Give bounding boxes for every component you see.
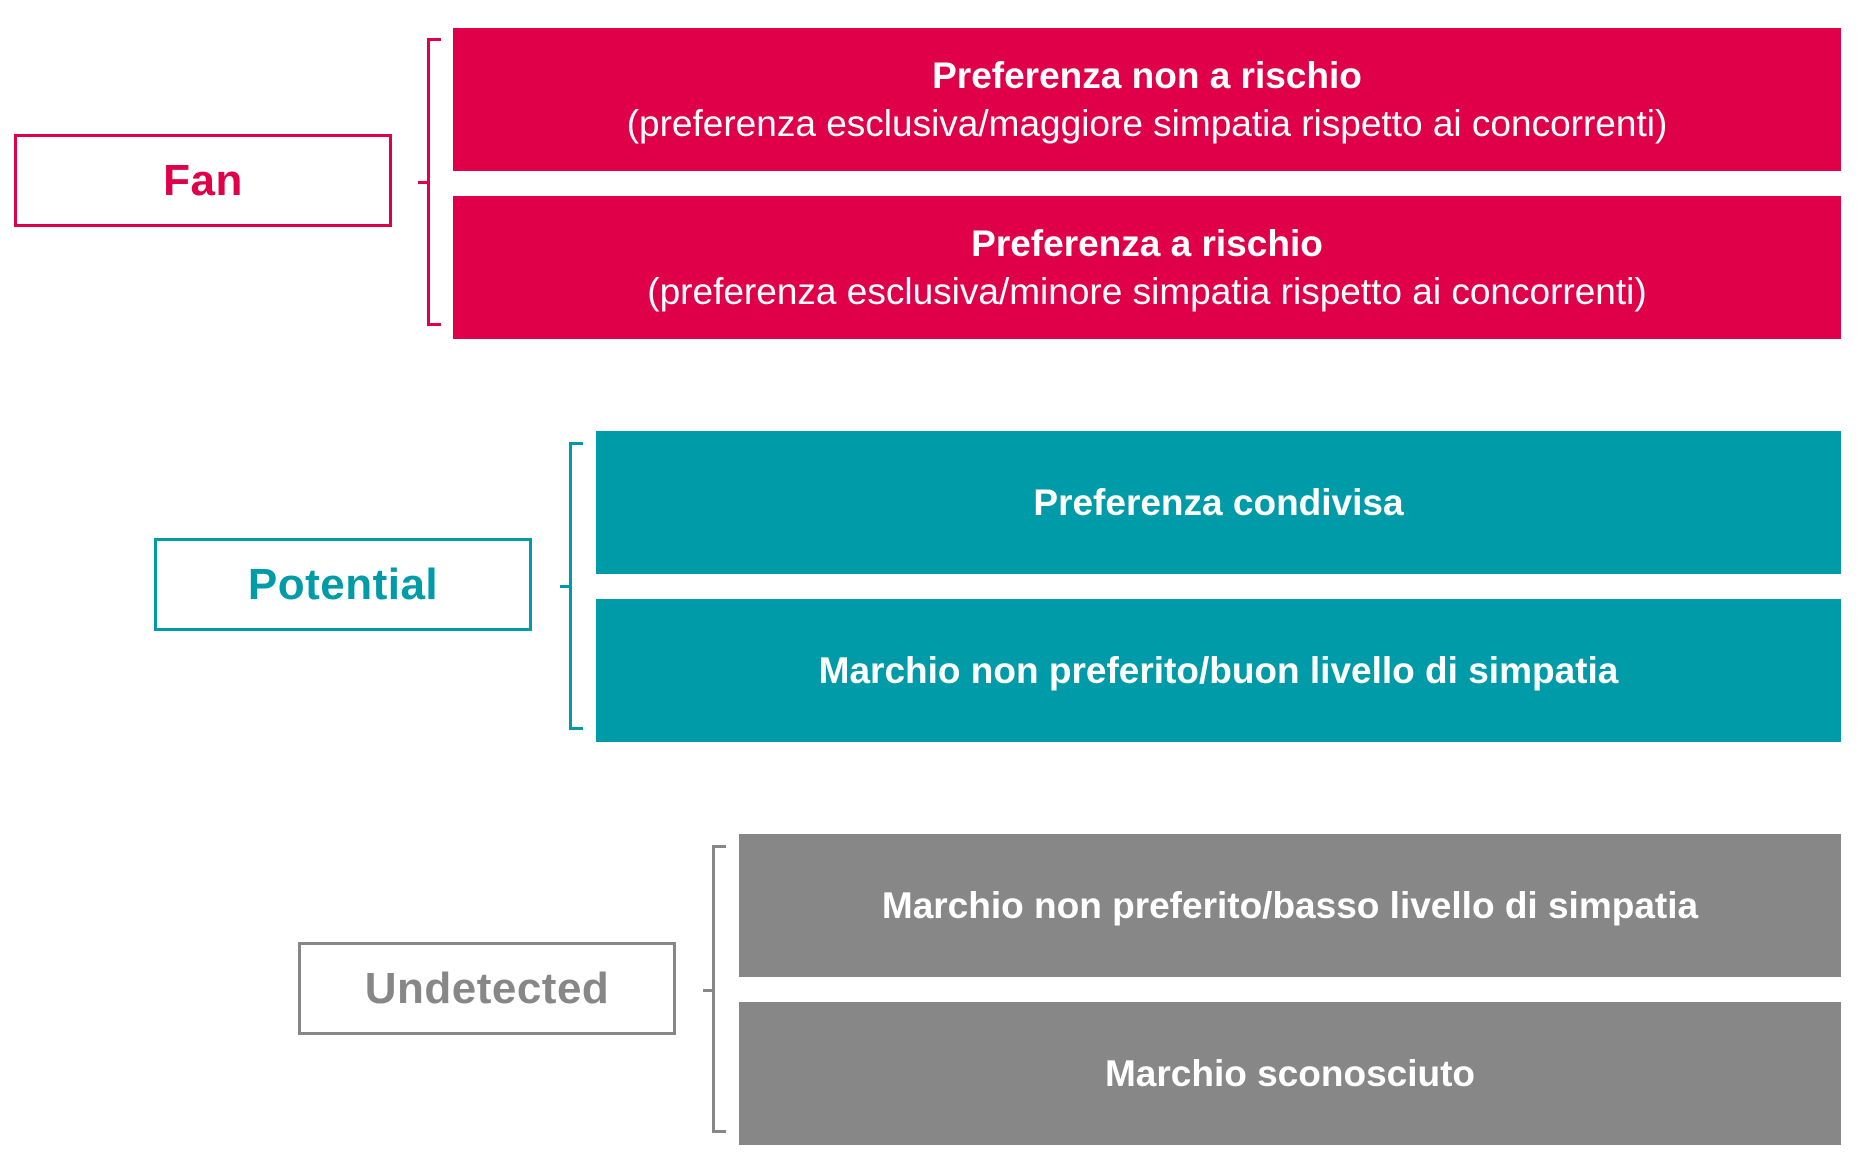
undetected-bar-basso-livello: Marchio non preferito/basso livello di s… — [739, 834, 1841, 977]
potential-bar-buon-livello: Marchio non preferito/buon livello di si… — [596, 599, 1841, 742]
potential-label-box: Potential — [154, 538, 532, 631]
fan-bar-non-a-rischio: Preferenza non a rischio (preferenza esc… — [453, 28, 1841, 171]
fan-bar-a-rischio: Preferenza a rischio (preferenza esclusi… — [453, 196, 1841, 339]
undetected-bracket-tick — [703, 989, 715, 992]
potential-bracket-tick — [560, 585, 572, 588]
bar-title: Marchio sconosciuto — [1104, 1052, 1476, 1094]
bar-title: Preferenza condivisa — [1033, 481, 1404, 523]
potential-bracket — [569, 442, 583, 730]
fan-label-box: Fan — [14, 134, 392, 227]
undetected-bar-sconosciuto: Marchio sconosciuto — [739, 1002, 1841, 1145]
bar-title: Marchio non preferito/buon livello di si… — [818, 649, 1619, 691]
bar-subtitle: (preferenza esclusiva/maggiore simpatia … — [626, 102, 1668, 144]
bar-subtitle: (preferenza esclusiva/minore simpatia ri… — [647, 270, 1647, 312]
bar-title: Marchio non preferito/basso livello di s… — [881, 884, 1699, 926]
bar-title: Preferenza a rischio — [971, 222, 1323, 264]
undetected-label-box: Undetected — [298, 942, 676, 1035]
potential-bar-preferenza-condivisa: Preferenza condivisa — [596, 431, 1841, 574]
undetected-bracket — [712, 845, 726, 1133]
fan-bracket — [427, 38, 441, 326]
fan-bracket-tick — [418, 181, 430, 184]
bar-title: Preferenza non a rischio — [932, 54, 1362, 96]
